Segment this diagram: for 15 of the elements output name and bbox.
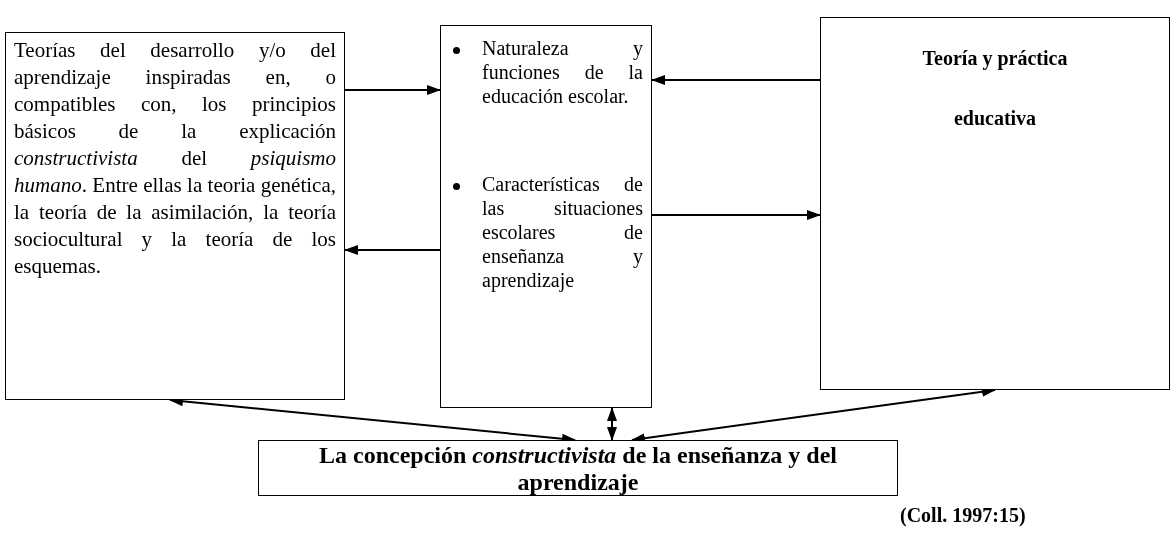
conclusion-text: La concepción constructivista de la enseñanza y del aprendizaje (318, 441, 838, 496)
bullet-text: Naturaleza y funciones de la educación escolar. (482, 36, 643, 108)
arrow (651, 210, 821, 220)
text-box (440, 25, 652, 408)
description-text: Teorías del desarrollo y/o del aprendizaje inspiradas en, o compatibles con, los principios básicos de la explicación constructivista del psiquismo humano. Entre ellas la teoria genética, la teoría de la asimilación, la teoría sociocultural y la teoría de los esquemas. (13, 37, 337, 280)
text-box (820, 17, 1170, 390)
citation: (Coll. 1997:15) (900, 503, 1026, 529)
box-title: Teoría y práctica educativa (921, 46, 1069, 131)
arrow (651, 75, 821, 85)
arrow (344, 85, 441, 95)
text-box (258, 440, 898, 496)
arrow (607, 407, 617, 441)
text-box (5, 32, 345, 400)
arrow (344, 245, 441, 255)
bullet-text: Características de las situaciones escolares de enseñanza y aprendizaje (482, 172, 643, 292)
